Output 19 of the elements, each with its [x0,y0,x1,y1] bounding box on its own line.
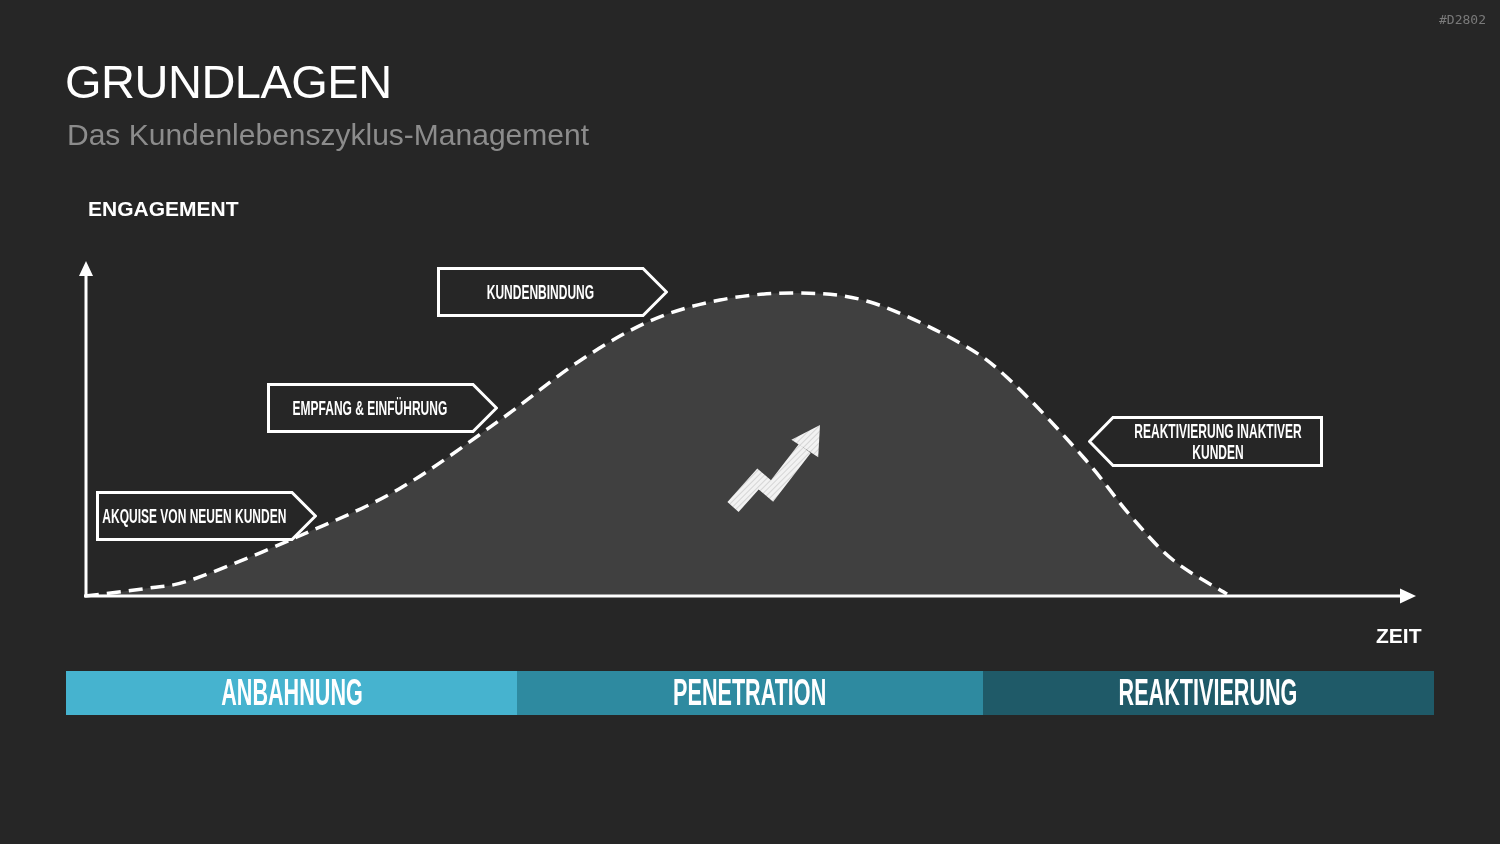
tag-label: EMPFANG & EINFÜHRUNG [292,397,448,419]
tag-label: KUNDENBINDUNG [486,281,594,303]
slide-title: GRUNDLAGEN [65,54,392,109]
tag-label: REAKTIVIERUNG INAKTIVER KUNDEN [1133,420,1303,463]
phase-band [983,671,1434,715]
arrow-tag [267,383,498,433]
phase-band [66,671,517,715]
phase-label: ANBAHNUNG [220,674,363,712]
phase-label: PENETRATION [673,674,827,712]
tag-label: AKQUISE VON NEUEN KUNDEN [102,505,286,527]
axis-label: ZEIT [1376,624,1422,648]
slide-subtitle: Das Kundenlebenszyklus-Management [67,118,589,152]
slide-code: #D2802 [1439,12,1486,27]
arrow-tag [96,491,317,541]
arrow-tag [1088,416,1323,467]
arrow-tag [437,267,668,317]
phase-label: REAKTIVIERUNG [1119,674,1298,712]
phase-band [517,671,983,715]
axis-label: ENGAGEMENT [88,197,239,221]
